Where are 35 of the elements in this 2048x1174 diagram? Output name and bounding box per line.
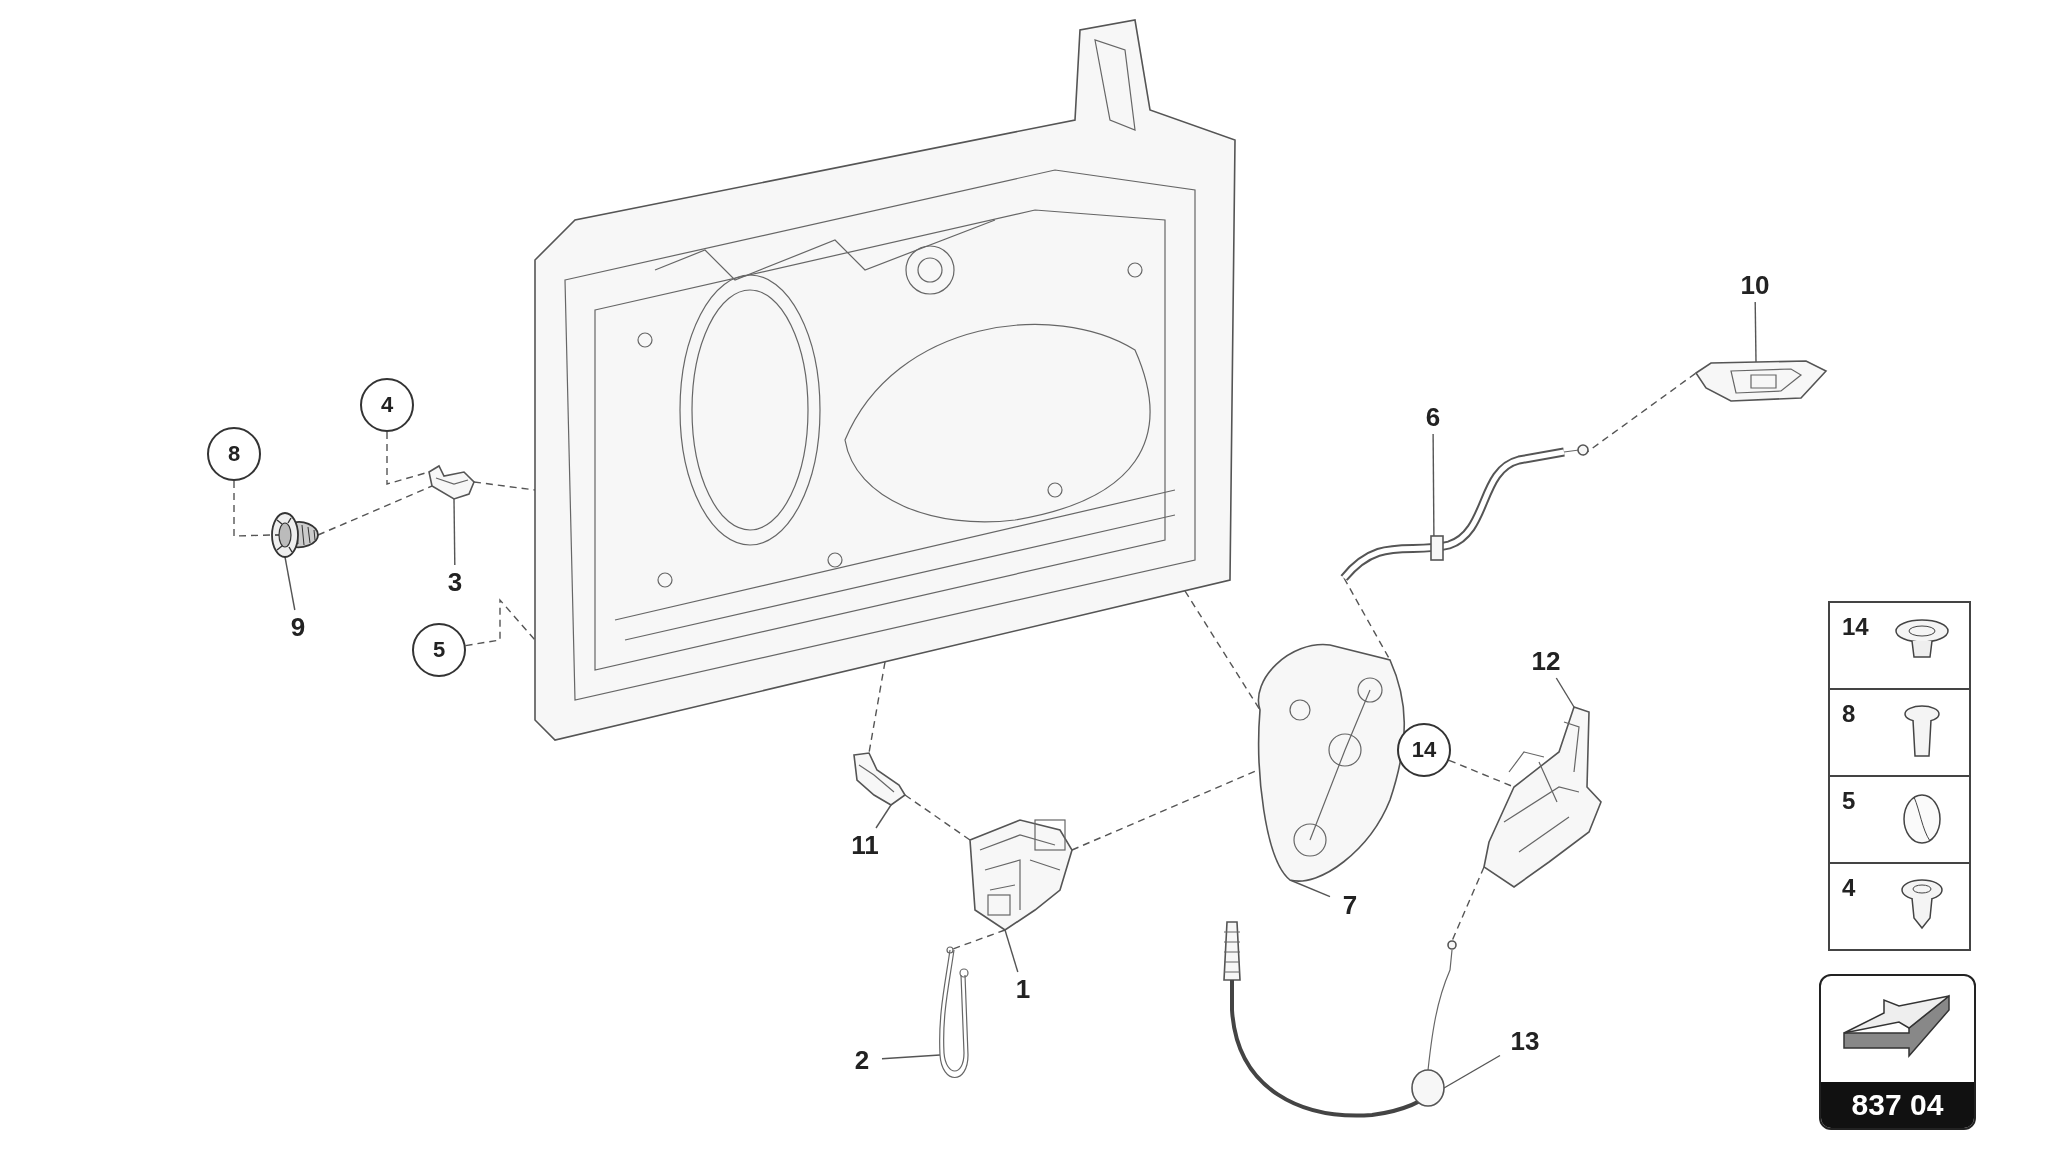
callout-number: 7 <box>1330 889 1370 921</box>
callout-number: 12 <box>1521 644 1571 678</box>
dashed-line <box>233 480 273 537</box>
dashed-line <box>317 485 433 536</box>
callout-number: 10 <box>1730 268 1780 302</box>
leader-line <box>1004 929 1019 973</box>
part-number: 14 <box>1842 613 1869 641</box>
callout-number: 5 <box>412 623 466 677</box>
dashed-line <box>868 661 886 754</box>
callout-number: 13 <box>1500 1024 1550 1058</box>
dashed-line <box>904 794 971 841</box>
callout-number: 3 <box>435 565 475 599</box>
callout-number: 6 <box>1413 400 1453 434</box>
dashed-line <box>464 598 536 647</box>
leader-line <box>1754 301 1757 363</box>
leader-line <box>881 1054 941 1060</box>
leader-line <box>1289 879 1331 898</box>
leader-line <box>453 498 456 566</box>
dashed-line <box>1451 866 1485 942</box>
leader-line <box>1443 1054 1501 1089</box>
part-number: 8 <box>1842 700 1856 728</box>
leader-line <box>284 556 296 611</box>
callout-number: 1 <box>1003 972 1043 1006</box>
callout-number: 14 <box>1397 723 1451 777</box>
callout-number: 4 <box>360 378 414 432</box>
dashed-line <box>1184 590 1261 711</box>
callout-number: 11 <box>840 828 890 862</box>
page-reference: 837 04 <box>1821 1082 1974 1128</box>
leader-line <box>1555 677 1575 708</box>
callout-number: 2 <box>842 1043 882 1077</box>
part-number: 4 <box>1842 874 1856 902</box>
callout-number: 9 <box>278 610 318 644</box>
part-number: 5 <box>1842 787 1856 815</box>
leader-line <box>875 804 892 829</box>
callout-number: 8 <box>207 427 261 481</box>
